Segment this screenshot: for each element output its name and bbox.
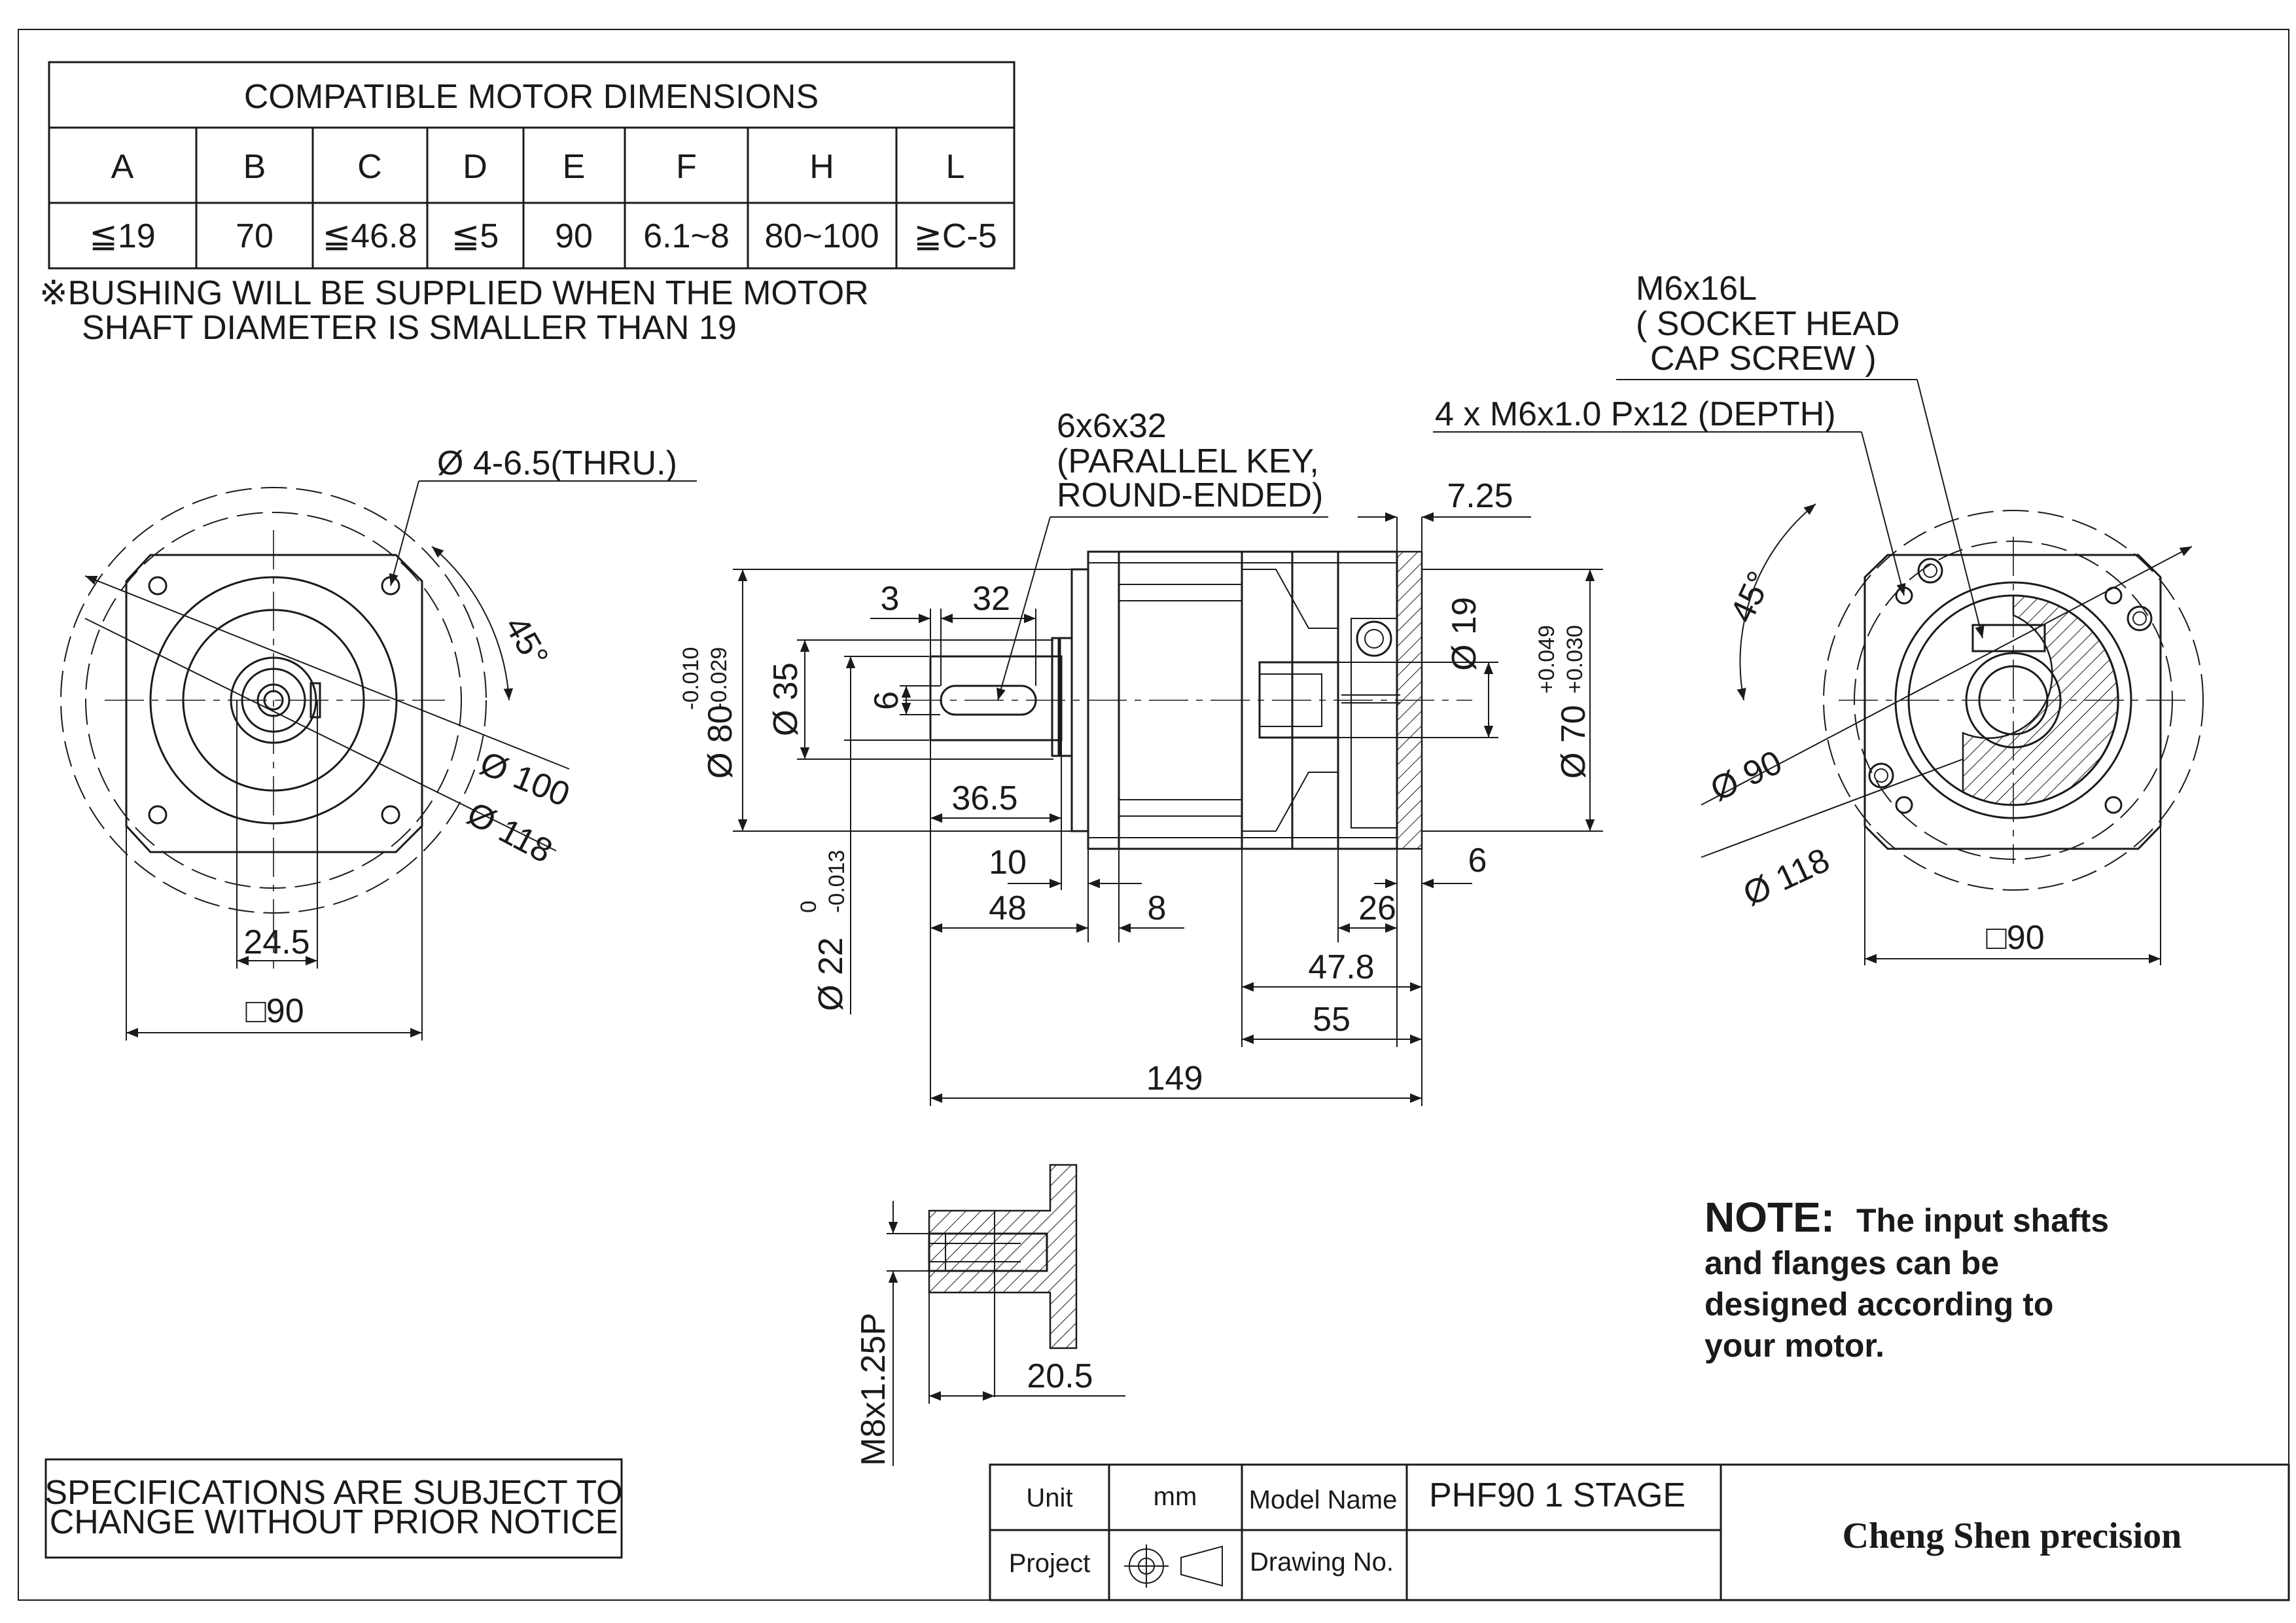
center-side-view: 6x6x32 (PARALLEL KEY, ROUND-ENDED) 3 32 … [679,407,1603,1106]
dim-47-8: 47.8 [1308,948,1374,986]
left-square-90: □90 [245,992,304,1030]
table-value-a: ≦19 [89,217,155,255]
bushing-note-line2: SHAFT DIAMETER IS SMALLER THAN 19 [82,309,737,347]
key-label-3: ROUND-ENDED) [1057,476,1323,514]
bushing-note-line1: ※BUSHING WILL BE SUPPLIED WHEN THE MOTOR [39,274,869,312]
model-label: Model Name [1249,1486,1398,1514]
tap-label: 4 x M6x1.0 Px12 (DEPTH) [1435,395,1836,433]
right-dia-90: Ø 90 [1705,743,1788,809]
table-value-d: ≦5 [451,217,499,255]
table-header-c: C [357,148,382,186]
dim-6-right: 6 [1468,842,1487,880]
note-block: NOTE: The input shafts and flanges can b… [1704,1194,2109,1364]
project-label: Project [1009,1549,1091,1578]
dim-36-5: 36.5 [951,779,1017,817]
tol-80-bot: -0.029 [707,647,732,710]
dim-48: 48 [989,889,1027,927]
right-angle-label: 45° [1723,565,1779,628]
right-input-view: M6x16L ( SOCKET HEAD CAP SCREW ) 4 x M6x… [1433,270,2204,965]
tol-70-bot: +0.030 [1563,625,1587,694]
title-block: Unit mm Model Name PHF90 1 STAGE Project… [989,1463,2290,1601]
dim-149: 149 [1146,1060,1203,1097]
dim-32: 32 [972,580,1010,618]
input-hub-section [1962,594,2119,806]
projection-symbol-icon [1124,1544,1223,1588]
dim-26: 26 [1358,889,1396,927]
note-line-2: and flanges can be [1704,1245,1999,1281]
table-header-f: F [676,148,697,186]
note-heading: NOTE: [1704,1194,1835,1241]
table-value-b: 70 [236,217,274,255]
dia-80: Ø 80 [701,705,739,779]
dia-22: Ø 22 [812,937,850,1011]
dim-10: 10 [989,844,1027,882]
left-front-view: Ø 4-6.5(THRU.) 45° Ø 100 Ø 118 24.5 □90 [60,444,697,1041]
left-angle-label: 45° [497,610,556,673]
table-title: COMPATIBLE MOTOR DIMENSIONS [244,78,819,116]
table-header-b: B [243,148,266,186]
right-dia-118: Ø 118 [1738,841,1835,914]
note-line-4: your motor. [1704,1327,1884,1364]
dim-6-key: 6 [868,691,906,710]
table-value-c: ≦46.8 [323,217,417,255]
tol-22-top: 0 [796,901,821,913]
unit-label: Unit [1026,1484,1072,1512]
table-header-l: L [946,148,965,186]
dim-55: 55 [1313,1001,1351,1039]
input-flange-section [1396,550,1423,850]
sheet-border [18,29,2289,1601]
dim-7-25: 7.25 [1447,477,1513,515]
detail-section-view: M8x1.25P 20.5 [855,1164,1125,1466]
table-value-f: 6.1~8 [643,217,730,255]
spec-notice-line1: SPECIFICATIONS ARE SUBJECT TO [44,1474,622,1512]
screw-label-2: ( SOCKET HEAD [1636,305,1900,343]
key-label-2: (PARALLEL KEY, [1057,442,1319,480]
spec-notice-box: SPECIFICATIONS ARE SUBJECT TO CHANGE WIT… [44,1458,623,1559]
note-line-1: The input shafts [1856,1202,2109,1239]
left-hole-label: Ø 4-6.5(THRU.) [437,444,677,482]
dim-8: 8 [1148,889,1167,927]
tol-70-top: +0.049 [1534,625,1559,694]
right-square-90: □90 [1986,919,2044,957]
table-header-a: A [111,148,134,186]
key-label-1: 6x6x32 [1057,407,1167,445]
model-value: PHF90 1 STAGE [1429,1476,1686,1514]
tol-22-bot: -0.013 [824,850,849,913]
table-value-h: 80~100 [765,217,879,255]
table-header-h: H [809,148,834,186]
table-header-e: E [563,148,586,186]
screw-label-1: M6x16L [1636,270,1757,308]
tol-80-top: -0.010 [679,647,703,710]
dia-70: Ø 70 [1555,705,1593,779]
dia-35: Ø 35 [767,662,805,736]
shaft-key [940,685,1037,716]
thread-label: M8x1.25P [855,1313,892,1466]
dim-3: 3 [881,580,900,618]
company-name: Cheng Shen precision [1843,1516,2182,1556]
spec-notice-line2: CHANGE WITHOUT PRIOR NOTICE [50,1503,618,1541]
left-width-24: 24.5 [243,923,309,961]
screw-label-3: CAP SCREW ) [1650,340,1877,378]
output-shaft [929,655,1063,741]
table-value-e: 90 [555,217,593,255]
table-value-l: ≧C-5 [913,217,997,255]
dia-19: Ø 19 [1445,597,1483,671]
note-line-3: designed according to [1704,1286,2053,1323]
drawing-label: Drawing No. [1250,1548,1394,1577]
motor-dimension-table: COMPATIBLE MOTOR DIMENSIONS A B C D E F … [48,61,1016,270]
dim-20-5: 20.5 [1027,1357,1093,1395]
table-header-d: D [463,148,487,186]
unit-value: mm [1154,1482,1197,1511]
